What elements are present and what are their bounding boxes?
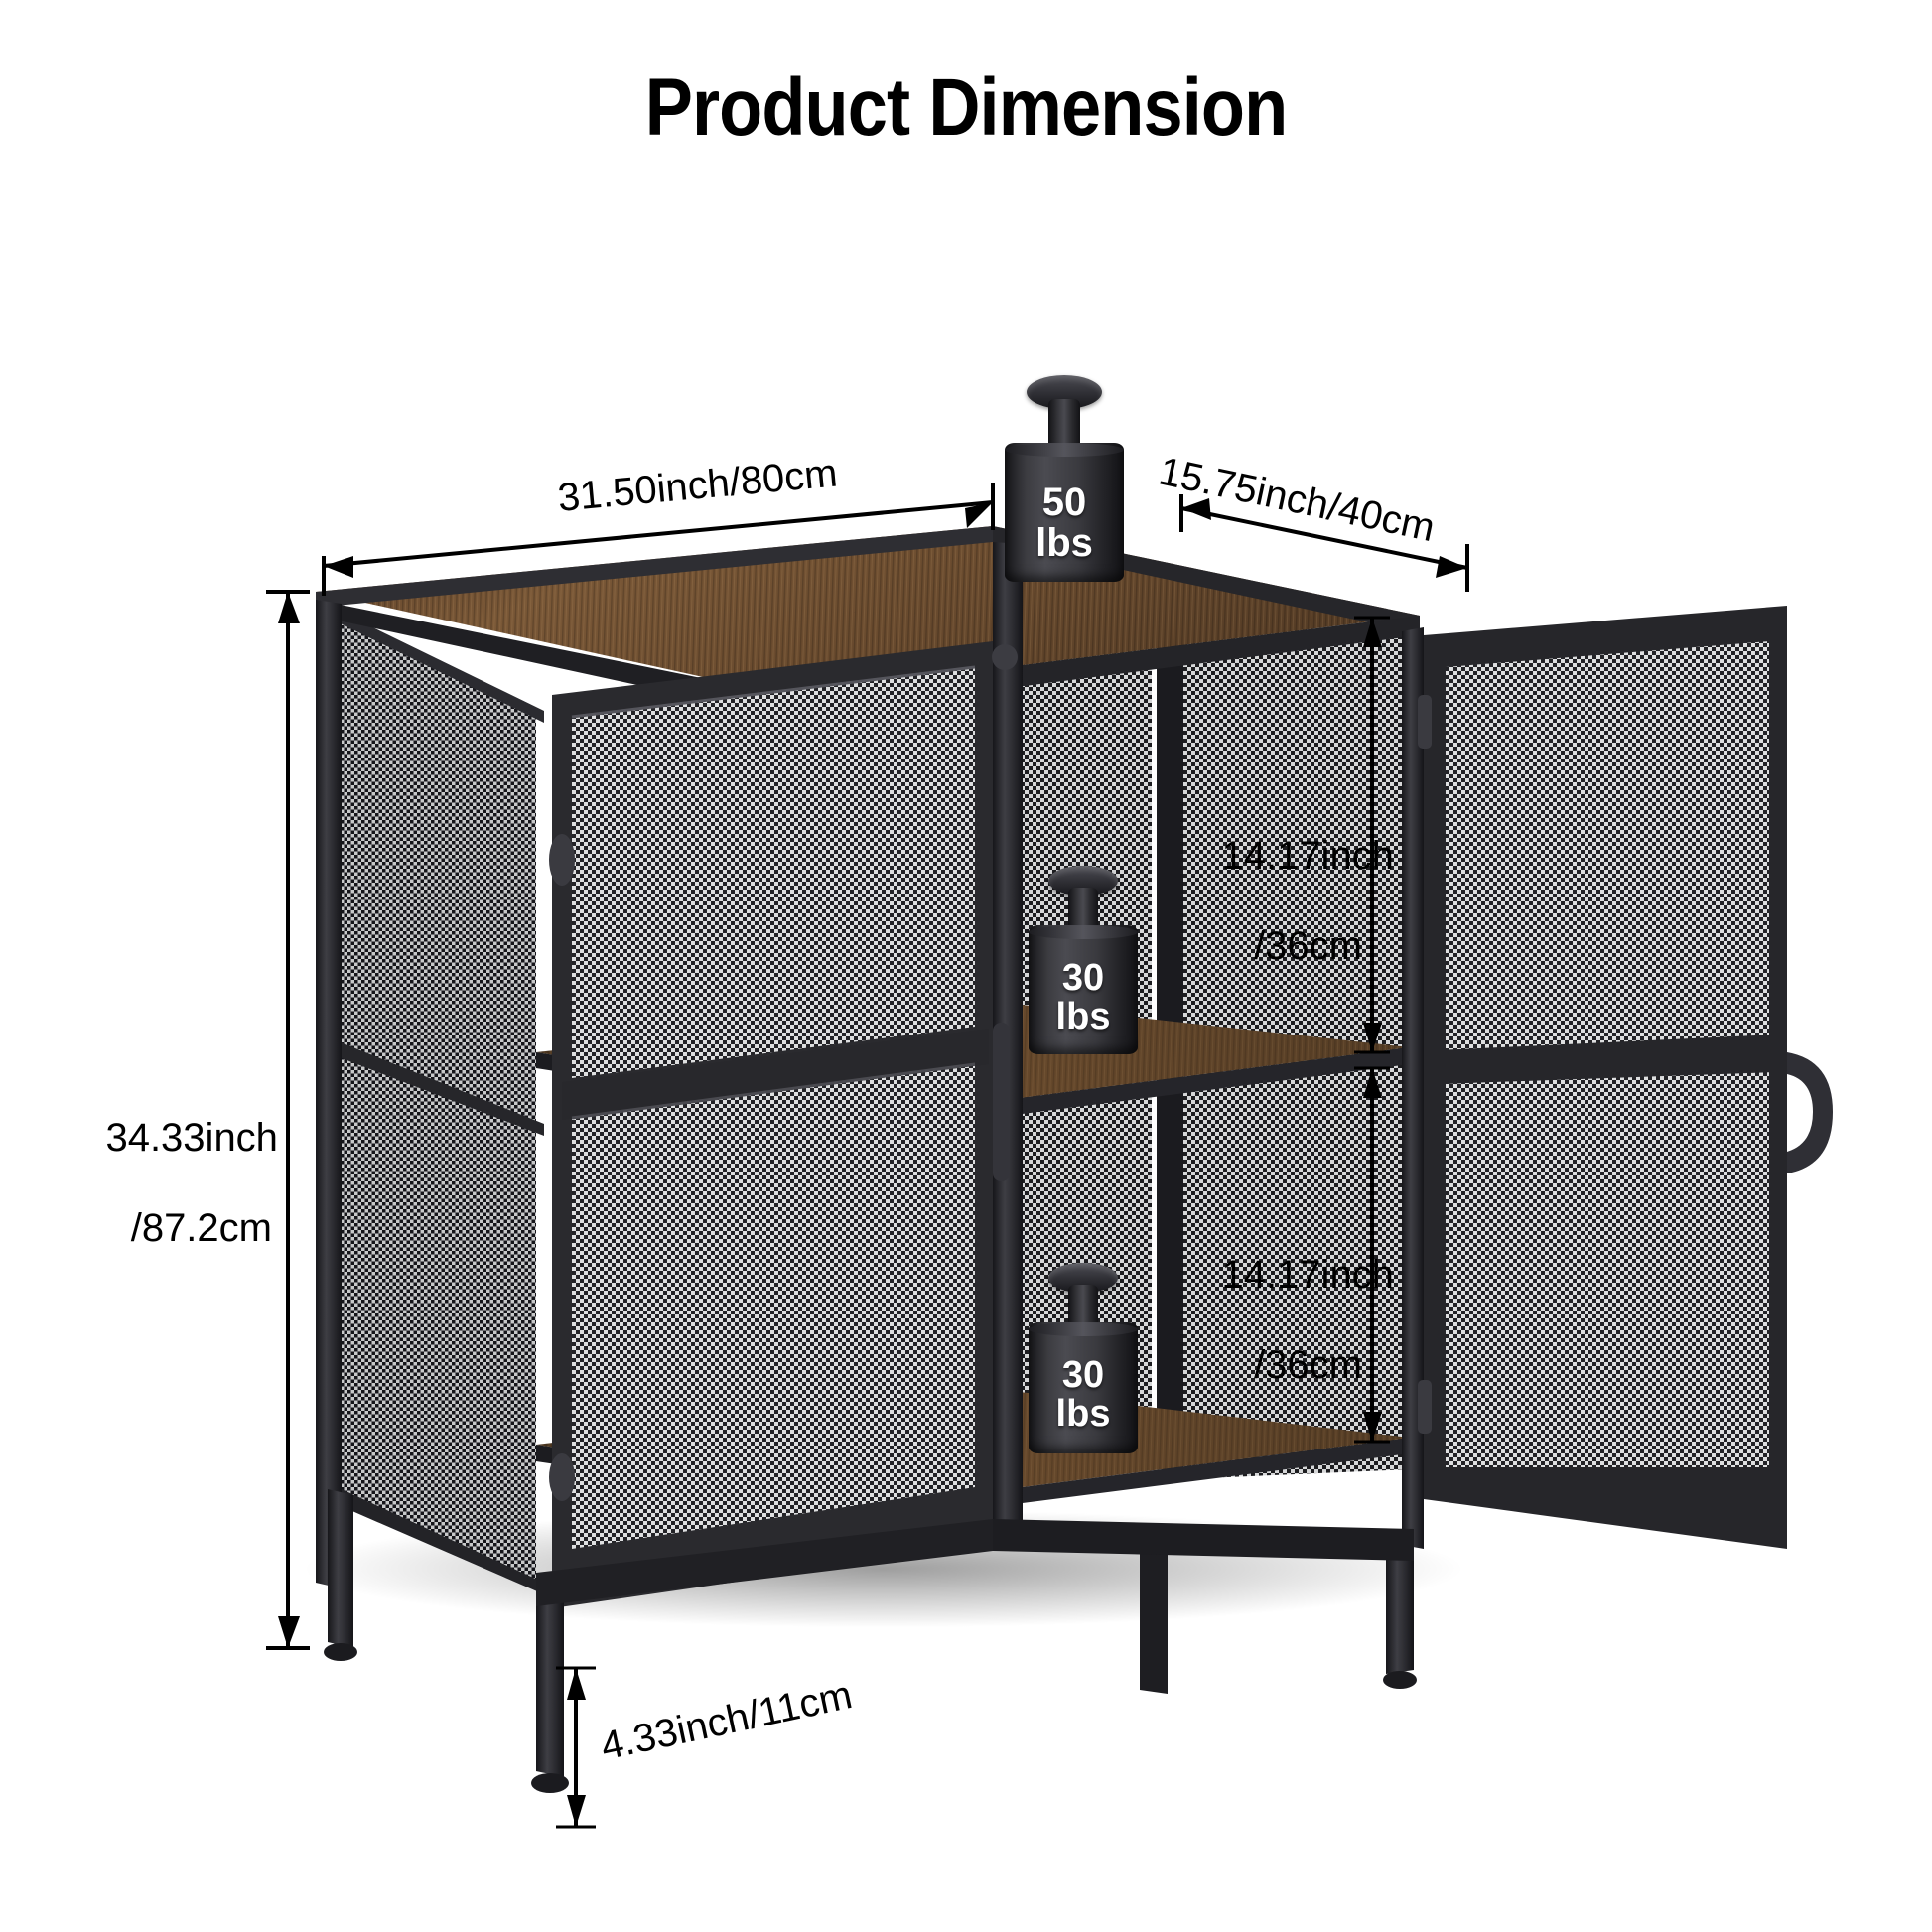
leg-back-left	[328, 1489, 353, 1648]
height-line-2: /87.2cm	[130, 1205, 272, 1250]
bottom-front-rail	[536, 1519, 993, 1606]
front-door-lower-mesh	[572, 1064, 975, 1549]
upper-line-1: 14.17inch	[1221, 833, 1394, 878]
leg-mid-right	[1140, 1545, 1168, 1694]
lower-compartment-label: 14.17inch /36cm	[1177, 1207, 1393, 1434]
weight-stem	[1068, 1285, 1098, 1328]
right-door-lower-mesh	[1446, 1068, 1769, 1467]
right-door-hinge-upper	[1418, 695, 1432, 749]
height-dimension-label: 34.33inch /87.2cm	[62, 1070, 277, 1297]
weight-stem	[1048, 399, 1080, 451]
leg-front-left	[536, 1588, 564, 1777]
left-side-mesh	[324, 608, 536, 1588]
bottom-right-rail	[993, 1519, 1414, 1561]
leg-back-right	[1386, 1537, 1414, 1674]
upper-compartment-label: 14.17inch /36cm	[1177, 788, 1393, 1015]
height-line-1: 34.33inch	[105, 1115, 278, 1160]
lower-line-2: /36cm	[1254, 1342, 1362, 1387]
front-left-post	[316, 600, 342, 1588]
weight-top-edge	[1029, 1322, 1138, 1336]
front-door-upper-mesh	[572, 667, 975, 1078]
weight-top-edge	[1029, 925, 1138, 939]
weight-stem	[1068, 888, 1098, 931]
page-title: Product Dimension	[644, 63, 1288, 153]
left-door-handle	[993, 1023, 1010, 1181]
weight-top-edge	[1005, 443, 1124, 457]
door-hinge-lower	[549, 1453, 575, 1501]
upper-line-2: /36cm	[1254, 923, 1362, 968]
right-door-hinge-lower	[1418, 1380, 1432, 1434]
right-rear-post	[1402, 627, 1424, 1549]
lower-line-1: 14.17inch	[1221, 1252, 1394, 1297]
door-latch-pin	[992, 644, 1018, 670]
right-door-handle	[1787, 1052, 1833, 1173]
right-door-upper-mesh	[1446, 641, 1769, 1054]
door-hinge-upper	[549, 834, 575, 886]
